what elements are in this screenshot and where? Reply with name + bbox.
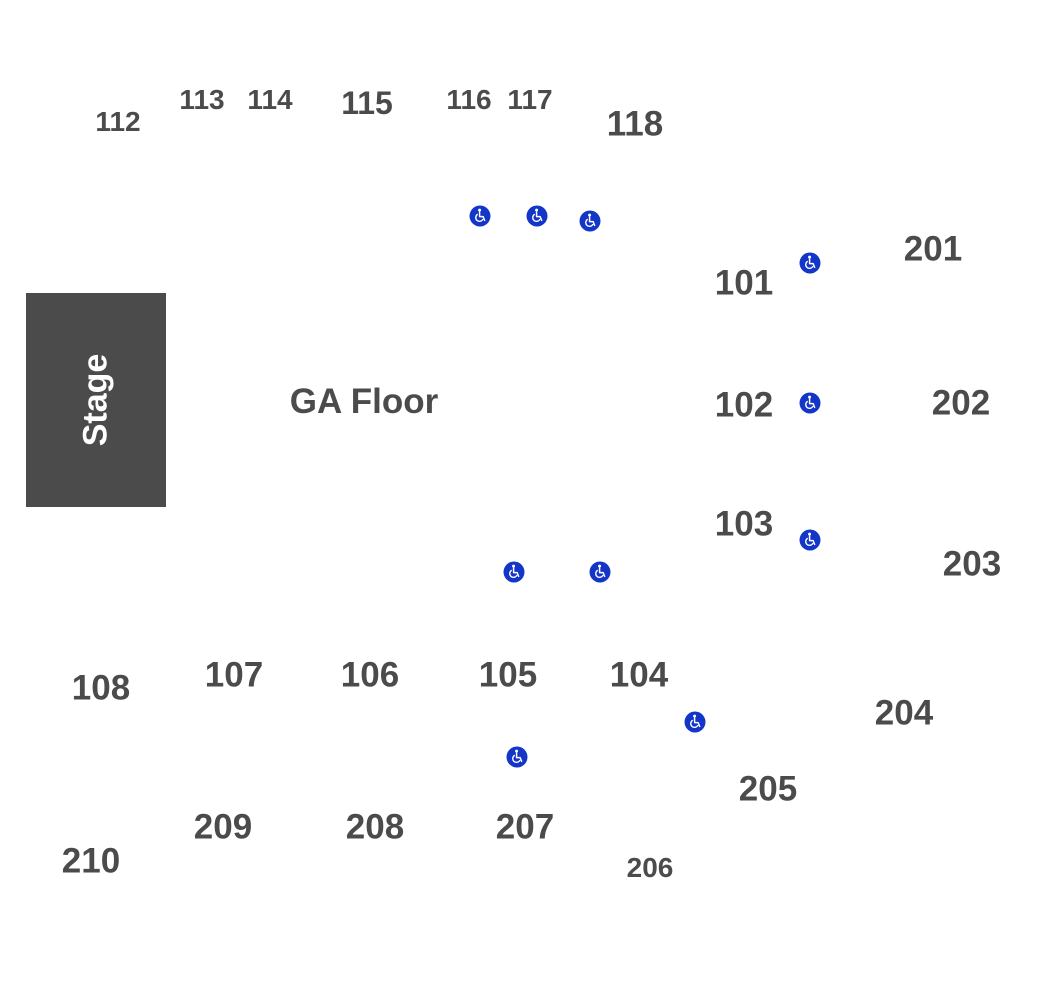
section-207[interactable]: 207	[495, 807, 555, 847]
ga-floor-label[interactable]: GA Floor	[289, 382, 439, 421]
section-107[interactable]: 107	[204, 655, 264, 695]
wheelchair-icon	[579, 210, 601, 232]
wheelchair-icon	[589, 561, 611, 583]
section-201[interactable]: 201	[903, 229, 963, 269]
section-205[interactable]: 205	[738, 769, 798, 809]
section-108[interactable]: 108	[71, 668, 131, 708]
section-106[interactable]: 106	[340, 655, 400, 695]
section-210[interactable]: 210	[61, 841, 121, 881]
section-103[interactable]: 103	[714, 504, 774, 544]
wheelchair-icon	[799, 529, 821, 551]
wheelchair-icon	[684, 711, 706, 733]
section-202[interactable]: 202	[931, 383, 991, 423]
section-101[interactable]: 101	[714, 263, 774, 303]
wheelchair-icon	[526, 205, 548, 227]
section-204[interactable]: 204	[874, 693, 934, 733]
wheelchair-icon	[503, 561, 525, 583]
wheelchair-icon	[469, 205, 491, 227]
section-102[interactable]: 102	[714, 385, 774, 425]
section-115[interactable]: 115	[341, 85, 393, 121]
section-113[interactable]: 113	[179, 84, 225, 115]
stage: Stage	[26, 293, 166, 507]
section-117[interactable]: 117	[507, 84, 553, 115]
section-203[interactable]: 203	[942, 544, 1002, 584]
stage-label: Stage	[76, 353, 115, 447]
section-112[interactable]: 112	[95, 106, 141, 137]
section-209[interactable]: 209	[193, 807, 253, 847]
section-206[interactable]: 206	[626, 852, 674, 883]
section-118[interactable]: 118	[606, 104, 664, 144]
section-104[interactable]: 104	[609, 655, 669, 695]
wheelchair-icon	[799, 392, 821, 414]
wheelchair-icon	[799, 252, 821, 274]
section-116[interactable]: 116	[446, 84, 492, 115]
section-208[interactable]: 208	[345, 807, 405, 847]
section-105[interactable]: 105	[478, 655, 538, 695]
wheelchair-icon	[506, 746, 528, 768]
section-114[interactable]: 114	[247, 84, 293, 115]
